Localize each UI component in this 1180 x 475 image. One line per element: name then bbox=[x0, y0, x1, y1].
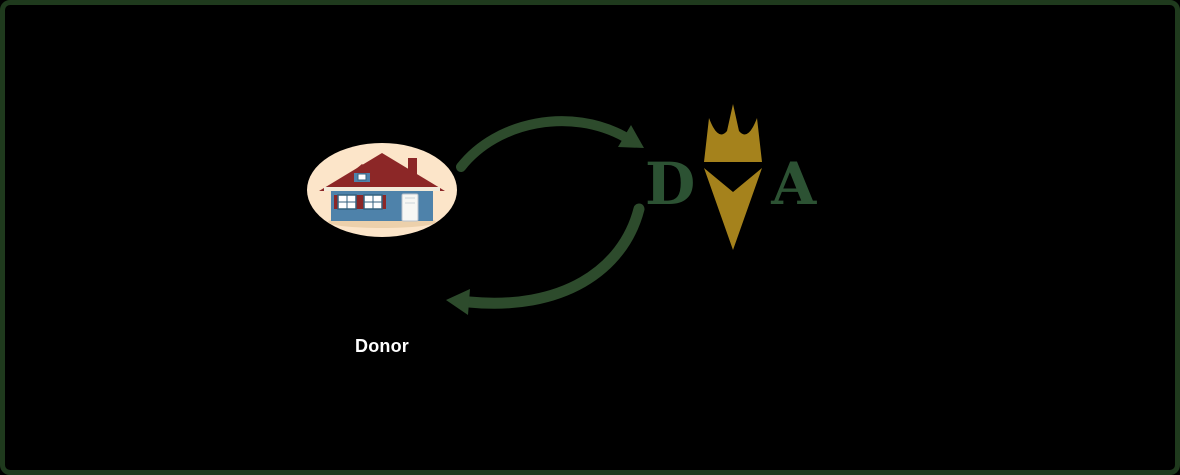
house-shutter bbox=[334, 195, 338, 209]
house-chimney bbox=[408, 158, 417, 178]
crown-chevron-shape bbox=[704, 168, 763, 250]
donor-label: Donor bbox=[355, 336, 409, 356]
crown-icon bbox=[704, 104, 763, 250]
house-shapes bbox=[319, 153, 445, 222]
house-window-panes bbox=[364, 195, 382, 209]
flow-arrows-layer bbox=[446, 116, 645, 315]
return-arrow-shaft bbox=[463, 203, 645, 309]
org-logo: D A bbox=[645, 104, 816, 250]
return-arrow-icon bbox=[446, 203, 645, 315]
return-arrow-head bbox=[446, 289, 470, 315]
house-icon bbox=[307, 143, 457, 237]
give-arrow-head bbox=[618, 125, 644, 148]
house-door-panels bbox=[405, 197, 415, 204]
house-shutter bbox=[360, 195, 364, 209]
house-window-panes bbox=[338, 195, 356, 209]
crown-top-shape bbox=[704, 104, 763, 162]
house-dormer-roof bbox=[350, 164, 374, 174]
house-dormer-window bbox=[357, 173, 367, 181]
house-shutter bbox=[382, 195, 386, 209]
house-door bbox=[401, 193, 419, 222]
house-shutter bbox=[356, 195, 360, 209]
give-arrow-shaft bbox=[456, 116, 630, 172]
donor-house bbox=[307, 143, 457, 237]
give-arrow-icon bbox=[456, 116, 644, 172]
house-roof bbox=[319, 153, 445, 191]
org-letter-d: D bbox=[645, 150, 696, 218]
house-eave-trim bbox=[324, 187, 440, 191]
org-letter-a: A bbox=[771, 150, 817, 218]
